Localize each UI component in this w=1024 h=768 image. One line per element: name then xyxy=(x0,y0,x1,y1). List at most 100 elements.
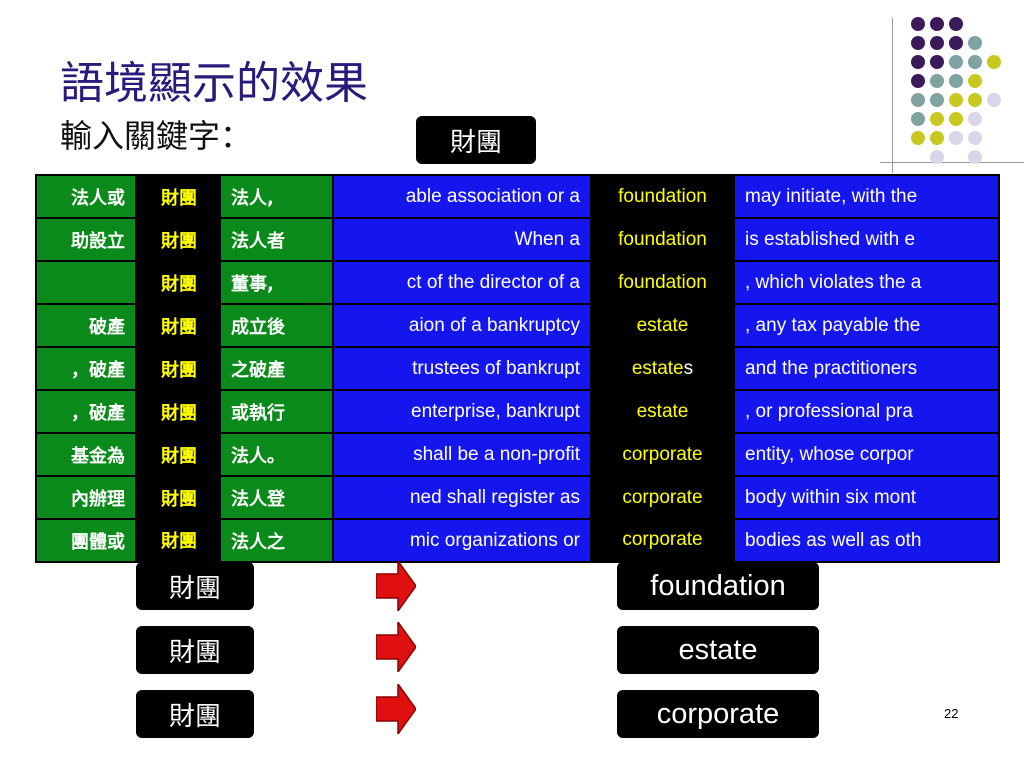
table-row: 法人或 財團 法人, able association or a foundat… xyxy=(36,175,999,219)
dot xyxy=(949,36,963,50)
target-term-pill: estate xyxy=(617,626,819,674)
target-term-pill: foundation xyxy=(617,562,819,610)
dot xyxy=(949,74,963,88)
source-term-pill: 財團 xyxy=(136,562,254,610)
dot xyxy=(930,74,944,88)
en-right-context: , or professional pra xyxy=(735,390,999,434)
zh-keyword: 財團 xyxy=(136,304,221,347)
page-number: 22 xyxy=(944,706,959,721)
en-left-context: able association or a xyxy=(332,175,590,219)
table-row: 破產 財團 成立後 aion of a bankruptcy estate , … xyxy=(36,304,999,348)
kwic-concordance-table: 法人或 財團 法人, able association or a foundat… xyxy=(35,174,1000,563)
zh-keyword: 財團 xyxy=(136,433,221,476)
zh-left-context: 法人或 xyxy=(36,175,137,219)
dot xyxy=(949,17,963,31)
divider-horizontal xyxy=(880,162,1024,163)
zh-left-context: ，破產 xyxy=(36,390,137,434)
dot xyxy=(968,131,982,145)
zh-right-context: 成立後 xyxy=(221,304,333,348)
zh-right-context: 之破產 xyxy=(221,347,333,391)
en-keyword-text: estate xyxy=(636,400,689,422)
zh-left-context: 團體或 xyxy=(36,519,137,563)
source-term-pill: 財團 xyxy=(136,690,254,738)
keyword-box: 財團 xyxy=(416,116,536,164)
dot xyxy=(911,93,925,107)
en-left-context: ct of the director of a xyxy=(332,261,590,305)
en-right-context: body within six mont xyxy=(735,476,999,520)
dot xyxy=(911,55,925,69)
dot xyxy=(949,112,963,126)
dot xyxy=(930,112,944,126)
dot xyxy=(949,131,963,145)
dot xyxy=(968,93,982,107)
dot xyxy=(968,36,982,50)
en-right-context: entity, whose corpor xyxy=(735,433,999,477)
table-row: ，破產 財團 之破產 trustees of bankrupt estates … xyxy=(36,347,999,391)
target-term-pill: corporate xyxy=(617,690,819,738)
zh-keyword: 財團 xyxy=(136,476,221,519)
en-right-context: may initiate, with the xyxy=(735,175,999,219)
en-left-context: enterprise, bankrupt xyxy=(332,390,590,434)
en-keyword-text: corporate xyxy=(622,486,703,508)
en-right-context: is established with e xyxy=(735,218,999,262)
dot xyxy=(987,55,1001,69)
en-left-context: trustees of bankrupt xyxy=(332,347,590,391)
en-keyword-text: corporate xyxy=(622,443,703,465)
zh-keyword: 財團 xyxy=(136,390,221,433)
dot xyxy=(911,36,925,50)
table-row: ，破產 財團 或執行 enterprise, bankrupt estate ,… xyxy=(36,390,999,434)
en-keyword-text: estate xyxy=(636,314,689,336)
dot xyxy=(911,112,925,126)
zh-left-context xyxy=(36,261,137,305)
divider-vertical xyxy=(892,18,893,173)
dot xyxy=(949,93,963,107)
zh-keyword: 財團 xyxy=(136,218,221,261)
zh-left-context: 基金為 xyxy=(36,433,137,477)
dot xyxy=(911,17,925,31)
right-arrow-icon xyxy=(376,684,416,734)
zh-keyword: 財團 xyxy=(136,175,221,218)
slide-title: 語境顯示的效果 xyxy=(60,58,368,109)
en-keyword-text: foundation xyxy=(618,186,707,207)
en-keyword: foundation xyxy=(590,218,735,261)
dot xyxy=(930,131,944,145)
dot xyxy=(930,55,944,69)
slide-subtitle: 輸入關鍵字： xyxy=(60,117,253,155)
zh-right-context: 法人, xyxy=(221,175,333,219)
dot xyxy=(930,150,944,164)
dot xyxy=(930,17,944,31)
zh-right-context: 法人。 xyxy=(221,433,333,477)
table-row: 內辦理 財團 法人登 ned shall register as corpora… xyxy=(36,476,999,520)
dot xyxy=(911,74,925,88)
source-term-pill: 財團 xyxy=(136,626,254,674)
en-keyword-text: foundation xyxy=(618,228,707,250)
zh-right-context: 法人者 xyxy=(221,218,333,262)
table-row: 團體或 財團 法人之 mic organizations or corporat… xyxy=(36,519,999,563)
dot xyxy=(930,36,944,50)
en-keyword: corporate xyxy=(590,519,735,562)
dot xyxy=(987,93,1001,107)
en-keyword: corporate xyxy=(590,433,735,476)
dot xyxy=(930,93,944,107)
zh-left-context: ，破產 xyxy=(36,347,137,391)
zh-right-context: 或執行 xyxy=(221,390,333,434)
zh-right-context: 董事, xyxy=(221,261,333,305)
zh-keyword: 財團 xyxy=(136,261,221,304)
table-row: 基金為 財團 法人。 shall be a non-profit corpora… xyxy=(36,433,999,477)
zh-left-context: 內辦理 xyxy=(36,476,137,520)
en-right-context: , which violates the a xyxy=(735,261,999,305)
en-keyword: foundation xyxy=(590,261,735,304)
zh-right-context: 法人登 xyxy=(221,476,333,520)
right-arrow-icon xyxy=(376,561,416,611)
en-left-context: ned shall register as xyxy=(332,476,590,520)
dot xyxy=(968,74,982,88)
table-row: 助設立 財團 法人者 When a foundation is establis… xyxy=(36,218,999,262)
dot xyxy=(911,131,925,145)
dot xyxy=(968,150,982,164)
en-keyword: corporate xyxy=(590,476,735,519)
en-keyword-text: estate xyxy=(631,357,684,379)
zh-right-context: 法人之 xyxy=(221,519,333,563)
en-keyword-text: foundation xyxy=(618,271,707,293)
en-left-context: mic organizations or xyxy=(332,519,590,563)
en-right-context: , any tax payable the xyxy=(735,304,999,348)
